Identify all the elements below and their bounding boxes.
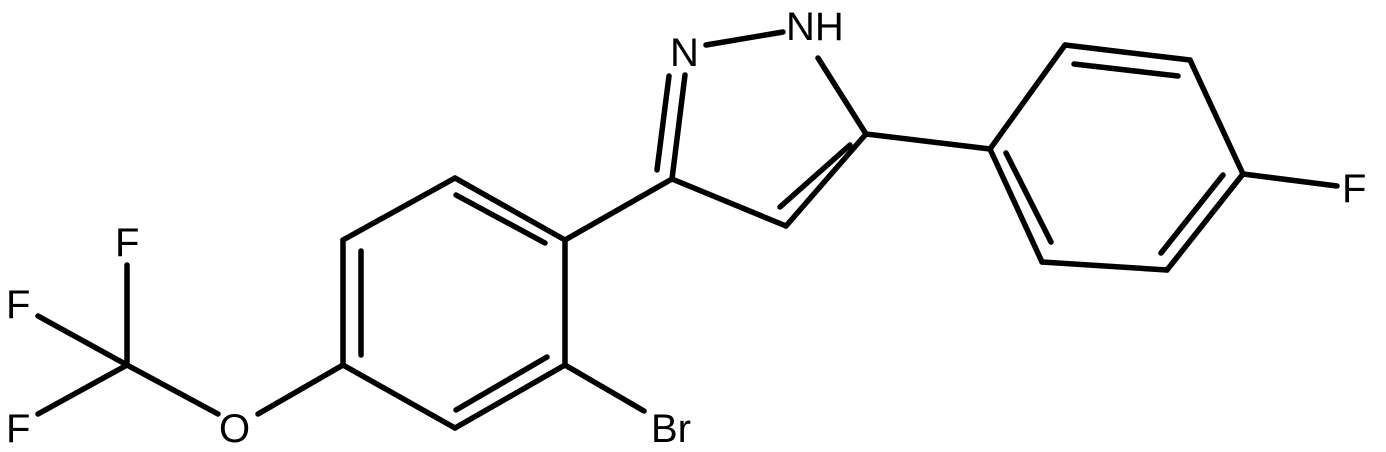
atom-label-o: O (219, 407, 250, 451)
bond-b4-o (255, 362, 346, 417)
bond-ar2-ar3-inner (1071, 61, 1181, 79)
bond-b4-b5 (340, 362, 458, 431)
bond-n1-c5 (815, 55, 869, 137)
bond-c3-n2-outer (669, 72, 688, 182)
bond-b6-br (562, 362, 647, 414)
bond-b2-b3 (340, 175, 458, 243)
bond-ar6-ar1-inner (1003, 150, 1054, 245)
atom-labels: N NH F Br O F F F (6, 5, 1366, 451)
bond-ar4-f (1240, 171, 1340, 189)
bond-c5-c4-outer (783, 131, 869, 229)
atom-label-nh: NH (786, 5, 844, 49)
trifluoromethoxy-group (35, 262, 221, 417)
bond-b5-b6-inner (453, 354, 550, 413)
bond-c-f-bottom (35, 362, 130, 417)
atom-label-f-top: F (115, 221, 139, 265)
bond-ar4-ar5 (1164, 171, 1246, 273)
bond-c5-c4-inner (777, 142, 853, 210)
bond-n1-n2 (703, 29, 786, 48)
bond-ar6-ar1 (987, 146, 1045, 265)
bond-c5-aryl (863, 131, 993, 152)
bromophenyl-ring (255, 175, 675, 431)
atom-label-n2: N (670, 31, 699, 75)
bond-ar5-ar6 (1039, 259, 1170, 273)
bond-ar3-ar4 (1187, 57, 1246, 177)
bond-c3-n2-inner (654, 73, 672, 173)
bond-ar1-ar2 (987, 42, 1068, 152)
atom-label-f-left: F (6, 283, 30, 327)
bond-b5-b6 (452, 362, 568, 431)
atom-label-br: Br (651, 407, 691, 451)
pyrazole-ring (654, 29, 869, 229)
bond-c-f-left (35, 313, 130, 368)
bond-b1-b2-inner (453, 192, 548, 246)
bond-b1-b2 (452, 175, 568, 243)
atom-label-f-bottom: F (6, 407, 30, 451)
bond-ar4-ar5-inner (1158, 172, 1226, 256)
bond-c3-ring (562, 176, 675, 243)
fluorophenyl-ring (863, 42, 1340, 273)
bond-ar2-ar3 (1062, 42, 1193, 63)
atom-label-f-aryl: F (1342, 167, 1366, 211)
bond-c4-c3 (669, 176, 789, 229)
bond-o-cf3 (124, 362, 221, 417)
